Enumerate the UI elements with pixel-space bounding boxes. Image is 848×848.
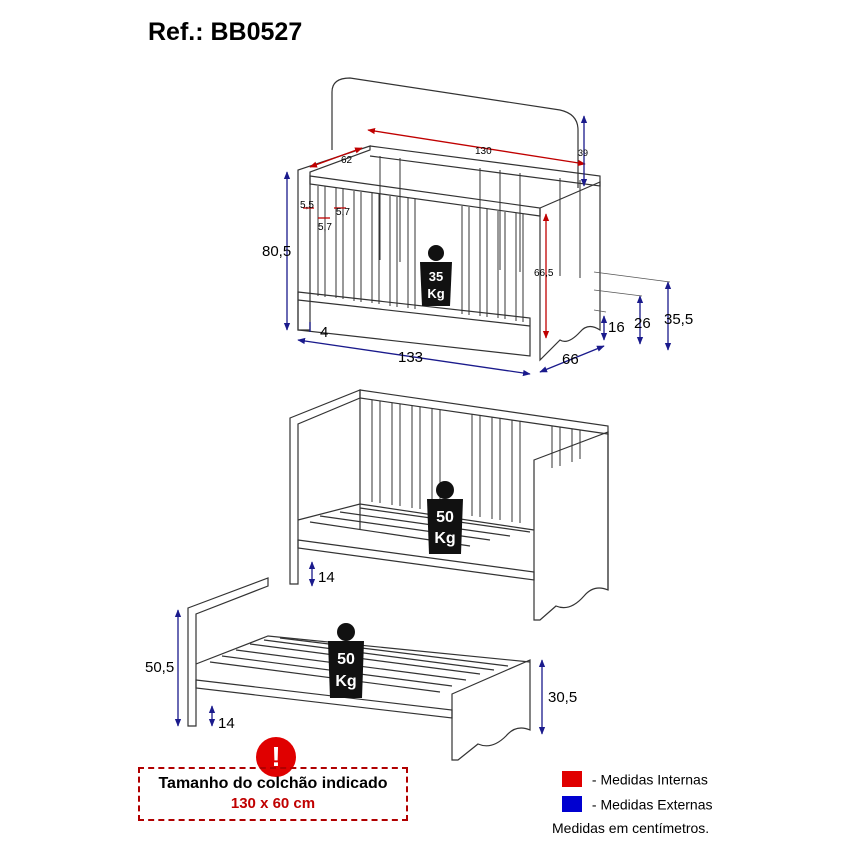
crib-dimensions bbox=[283, 115, 672, 377]
dim-crib-slat-gap: 5,5 bbox=[300, 200, 314, 211]
mattress-title: Tamanho do colchão indicado bbox=[158, 775, 388, 792]
exclamation-icon: ! bbox=[256, 737, 296, 777]
single-head-panel bbox=[187, 577, 269, 727]
toddler-weight-unit: Kg bbox=[434, 530, 455, 547]
dim-crib-length: 133 bbox=[398, 349, 423, 366]
toddler-bed-drawing bbox=[289, 389, 609, 621]
single-weight-unit: Kg bbox=[335, 673, 356, 690]
toddler-weight-number: 50 bbox=[436, 509, 454, 526]
units-note: Medidas em centímetros. bbox=[552, 820, 710, 836]
single-weight-icon bbox=[328, 623, 364, 698]
mattress-size: 130 x 60 cm bbox=[230, 795, 316, 812]
toddler-left-panel bbox=[289, 389, 361, 585]
legend-external-swatch bbox=[562, 796, 582, 813]
mattress-note: Tamanho do colchão indicado 130 x 60 cm bbox=[138, 767, 408, 821]
legend-internal-label: - Medidas Internas bbox=[591, 771, 708, 788]
page-title: Ref.: BB0527 bbox=[148, 18, 303, 46]
dim-toddler-floor-gap: 14 bbox=[318, 569, 335, 586]
dim-crib-base-c: 35,5 bbox=[664, 311, 693, 328]
toddler-back-panel bbox=[359, 389, 609, 435]
legend-external-label: - Medidas Externas bbox=[591, 796, 713, 813]
crib-drawer bbox=[297, 291, 531, 357]
crib-weight-icon bbox=[420, 245, 452, 306]
dim-crib-base-a: 16 bbox=[608, 319, 625, 336]
dim-crib-floor-gap: 4 bbox=[320, 324, 328, 341]
dim-crib-inner-width: 62 bbox=[341, 155, 353, 166]
crib-weight-unit: Kg bbox=[427, 286, 444, 301]
single-weight-number: 50 bbox=[337, 651, 355, 668]
toddler-front-rail bbox=[297, 539, 535, 581]
legend-internal: - Medidas Internas bbox=[562, 770, 708, 788]
dim-single-floor-gap: 14 bbox=[218, 715, 235, 732]
dim-crib-height: 80,5 bbox=[262, 243, 291, 260]
dim-single-head-height: 50,5 bbox=[145, 659, 174, 676]
dim-crib-headboard-height: 39 bbox=[578, 148, 588, 158]
crib-weight-number: 35 bbox=[429, 269, 443, 284]
crib-headboard bbox=[331, 77, 579, 188]
toddler-right-panel bbox=[533, 431, 609, 621]
crib-left-panel bbox=[297, 145, 371, 331]
dim-crib-inner-height: 66,5 bbox=[534, 268, 554, 279]
crib-right-panel bbox=[539, 181, 601, 362]
legend-external: - Medidas Externas bbox=[562, 795, 713, 813]
toddler-slats bbox=[371, 400, 581, 523]
dim-crib-depth: 66 bbox=[562, 351, 579, 368]
crib-slats bbox=[317, 156, 581, 322]
dim-crib-slat-width-b: 5,7 bbox=[318, 222, 332, 233]
dim-crib-inner-length: 130 bbox=[475, 146, 492, 157]
single-foot-panel bbox=[451, 659, 531, 761]
dim-crib-slat-width-a: 5,7 bbox=[336, 207, 350, 218]
legend-internal-swatch bbox=[562, 771, 582, 788]
single-front-rail bbox=[195, 679, 453, 719]
dim-single-foot-height: 30,5 bbox=[548, 689, 577, 706]
dim-crib-base-b: 26 bbox=[634, 315, 651, 332]
toddler-weight-icon bbox=[427, 481, 463, 554]
